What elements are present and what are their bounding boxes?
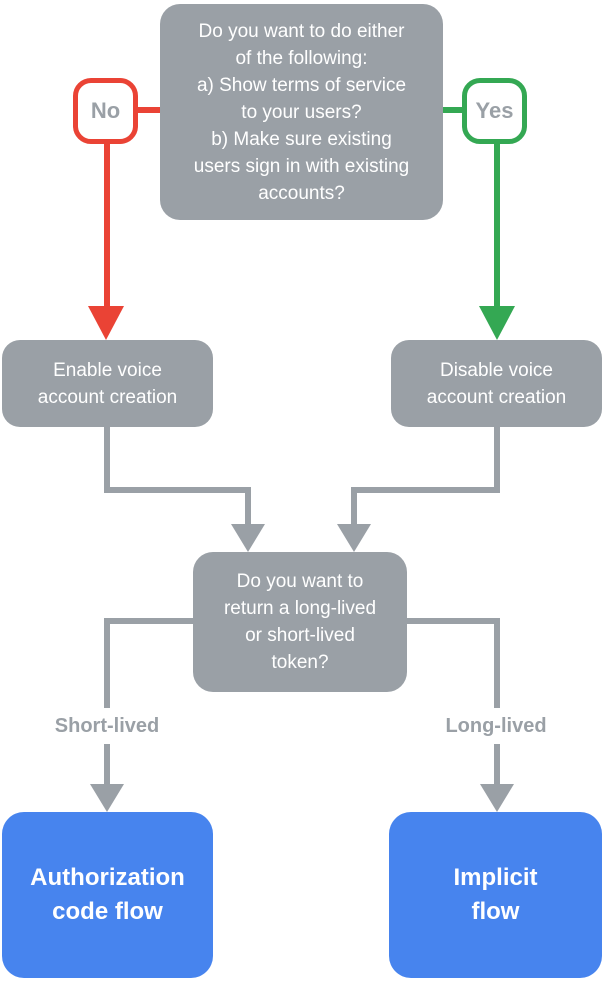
- long-lived-edge-label: Long-lived: [411, 708, 581, 744]
- no-edge-horizontal-line: [135, 107, 162, 113]
- no-edge-vertical-line: [104, 142, 110, 308]
- gray-arrow-down-long-icon: [480, 784, 514, 812]
- top-question-node: Do you want to do either of the followin…: [160, 4, 443, 220]
- token-in-right-vertical-line: [351, 487, 357, 527]
- no-badge: No: [73, 78, 138, 144]
- implicit-flow-node: Implicit flow: [389, 812, 602, 978]
- gray-arrow-down-left-icon: [231, 524, 265, 552]
- token-out-right-horizontal-line: [407, 618, 500, 624]
- token-question-node: Do you want to return a long-lived or sh…: [193, 552, 407, 692]
- enable-out-vertical-line: [104, 427, 110, 493]
- short-lived-edge-label: Short-lived: [22, 708, 192, 744]
- short-lived-vertical-line: [104, 618, 110, 786]
- enable-voice-account-creation-node: Enable voice account creation: [2, 340, 213, 427]
- enable-elbow-horizontal-line: [104, 487, 251, 493]
- green-arrow-down-icon: [479, 306, 515, 340]
- disable-voice-account-creation-node: Disable voice account creation: [391, 340, 602, 427]
- gray-arrow-down-right-icon: [337, 524, 371, 552]
- red-arrow-down-icon: [88, 306, 124, 340]
- gray-arrow-down-short-icon: [90, 784, 124, 812]
- yes-edge-vertical-line: [494, 142, 500, 308]
- yes-badge: Yes: [462, 78, 527, 144]
- long-lived-vertical-line: [494, 618, 500, 786]
- authorization-code-flow-node: Authorization code flow: [2, 812, 213, 978]
- token-in-left-vertical-line: [245, 487, 251, 527]
- disable-out-vertical-line: [494, 427, 500, 493]
- yes-edge-horizontal-line: [441, 107, 468, 113]
- token-out-left-horizontal-line: [104, 618, 193, 624]
- disable-elbow-horizontal-line: [351, 487, 500, 493]
